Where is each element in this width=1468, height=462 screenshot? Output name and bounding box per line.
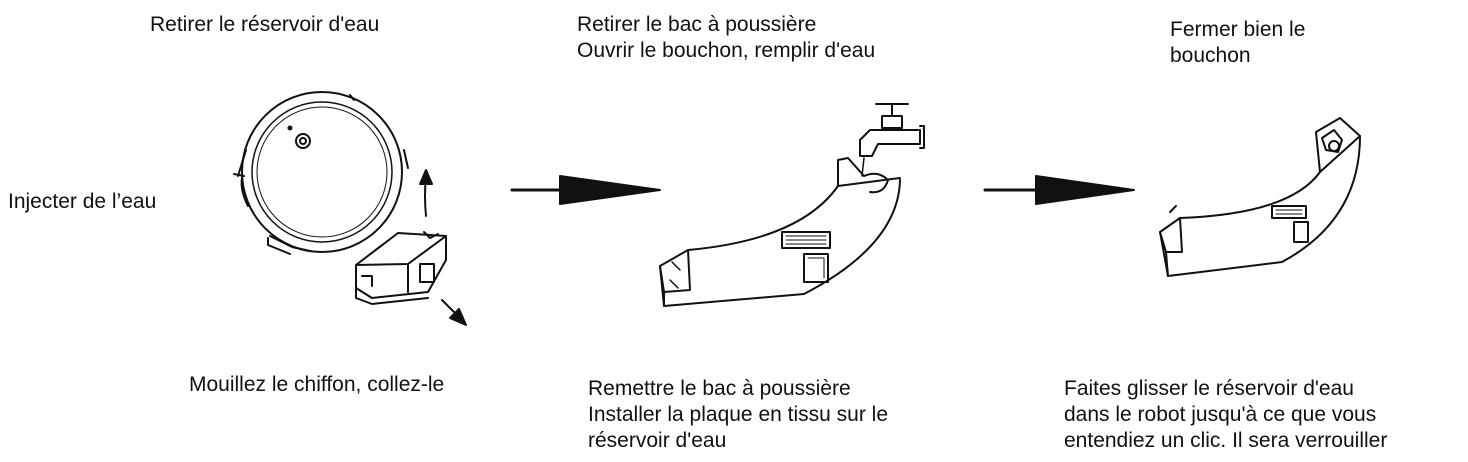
step2-top-line-1: Retirer le bac à poussière [577, 13, 817, 36]
step3-top-line-1: Fermer bien le [1170, 18, 1306, 41]
step2-bottom-text: Remettre le bac à poussière Installer la… [588, 376, 888, 454]
step2-bottom-line-1: Remettre le bac à poussière [588, 377, 851, 400]
step2-bottom-line-2: Installer la plaque en tissu sur le [588, 403, 888, 426]
step3-bottom-text: Faites glisser le réservoir d'eau dans l… [1064, 376, 1387, 454]
step2-top-line-2: Ouvrir le bouchon, remplir d'eau [577, 39, 876, 62]
robot-vacuum-icon [233, 91, 409, 255]
arrow-right-icon [510, 175, 661, 205]
step2-bottom-line-3: réservoir d'eau [588, 429, 727, 452]
step3-bottom-line-3: entendiez un clic. Il sera verrouiller [1064, 429, 1388, 452]
step1-bottom-text: Mouillez le chiffon, collez-le [189, 372, 444, 398]
step3-top-line-2: bouchon [1170, 44, 1251, 67]
step1-top-line: Retirer le réservoir d'eau [150, 13, 380, 36]
curved-arrow-icon [419, 169, 433, 217]
water-tank-icon [355, 231, 447, 305]
step3-top-text: Fermer bien le bouchon [1170, 17, 1305, 69]
step1-bottom-line: Mouillez le chiffon, collez-le [189, 373, 445, 396]
water-tank-icon [1159, 117, 1361, 277]
side-label: Injecter de l’eau [8, 190, 157, 213]
faucet-icon [859, 103, 925, 177]
arrow-diagonal-icon [441, 299, 467, 326]
water-tank-icon [659, 157, 901, 307]
step3-bottom-line-1: Faites glisser le réservoir d'eau [1064, 377, 1354, 400]
arrow-right-icon [983, 175, 1135, 205]
step1-top-text: Retirer le réservoir d'eau [150, 12, 379, 38]
step3-bottom-line-2: dans le robot jusqu'à ce que vous [1064, 403, 1377, 426]
step2-top-text: Retirer le bac à poussière Ouvrir le bou… [577, 12, 875, 64]
